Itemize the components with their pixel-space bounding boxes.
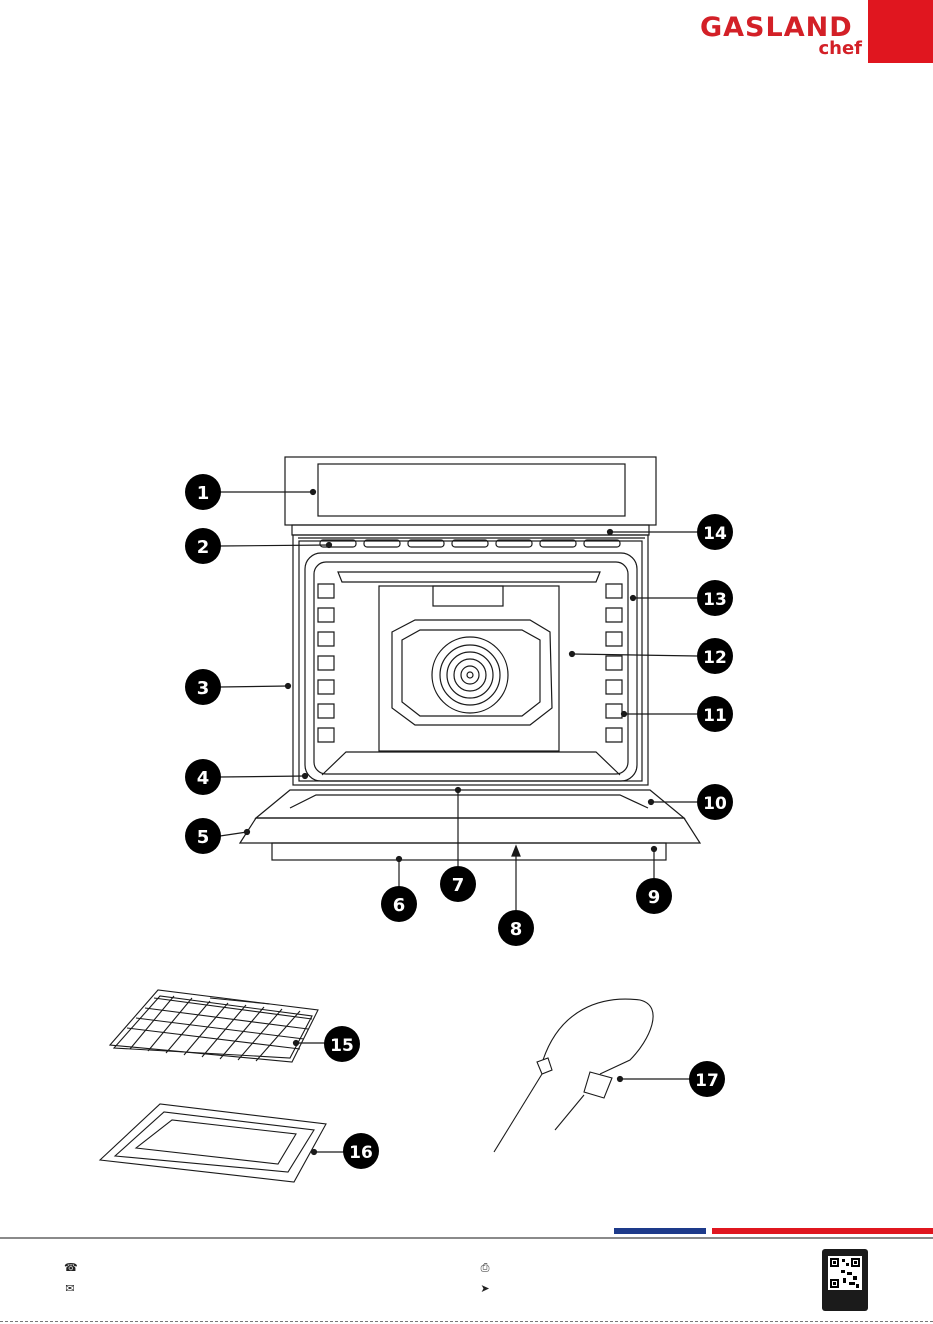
- svg-text:11: 11: [703, 706, 727, 726]
- left-rack-guides: [318, 584, 334, 742]
- callout-badge-7: 7: [440, 866, 476, 902]
- door-glass: [240, 818, 700, 843]
- phone-icon: ☎: [64, 1262, 76, 1274]
- svg-text:2: 2: [197, 537, 210, 558]
- svg-text:14: 14: [703, 524, 727, 544]
- callout-badge-15: 15: [324, 1026, 360, 1062]
- svg-text:5: 5: [197, 827, 210, 848]
- wire-rack: [110, 990, 318, 1062]
- callout-badge-2: 2: [185, 528, 221, 564]
- callout-badge-9: 9: [636, 878, 672, 914]
- callout-badges: 1 2 3 4 5 6 7 8 9 10 11 12 13 14 15 16 1…: [185, 474, 733, 1169]
- mail-icon: ✉: [64, 1283, 76, 1295]
- baking-tray: [100, 1104, 326, 1182]
- callout-badge-17: 17: [689, 1061, 725, 1097]
- printer-icon: ⎙: [479, 1262, 491, 1274]
- svg-text:1: 1: [197, 483, 210, 504]
- callout-badge-10: 10: [697, 784, 733, 820]
- top-heating-element: [338, 572, 600, 582]
- svg-text:16: 16: [349, 1143, 373, 1163]
- svg-text:10: 10: [703, 794, 727, 814]
- callout-badge-8: 8: [498, 910, 534, 946]
- callout-badge-13: 13: [697, 580, 733, 616]
- callout-badge-5: 5: [185, 818, 221, 854]
- control-panel: [285, 457, 656, 525]
- door-handle: [272, 843, 666, 860]
- door-inner: [256, 790, 684, 818]
- callout-badge-4: 4: [185, 759, 221, 795]
- oven-cavity: [305, 553, 637, 781]
- footer-divider: [0, 1237, 933, 1239]
- svg-text:6: 6: [393, 895, 406, 916]
- callout-badge-16: 16: [343, 1133, 379, 1169]
- svg-text:9: 9: [648, 887, 661, 908]
- footer-stripe-red: [712, 1228, 933, 1234]
- page-edge-dashes: [0, 1321, 933, 1322]
- footer-stripe-blue: [614, 1228, 706, 1234]
- svg-text:17: 17: [695, 1071, 719, 1091]
- callout-badge-6: 6: [381, 886, 417, 922]
- svg-text:3: 3: [197, 678, 210, 699]
- right-rack-guides: [606, 584, 622, 742]
- svg-text:13: 13: [703, 590, 727, 610]
- back-panel: [379, 586, 559, 751]
- callout-badge-1: 1: [185, 474, 221, 510]
- fan-grille: [432, 637, 508, 713]
- svg-text:8: 8: [510, 919, 523, 940]
- callout-badge-14: 14: [697, 514, 733, 550]
- svg-text:12: 12: [703, 648, 727, 668]
- meat-probe: [494, 999, 653, 1152]
- qr-code-icon: [822, 1249, 868, 1311]
- location-icon: ➤: [479, 1283, 491, 1295]
- svg-text:4: 4: [197, 768, 210, 789]
- callout-badge-11: 11: [697, 696, 733, 732]
- svg-text:15: 15: [330, 1036, 354, 1056]
- callout-badge-3: 3: [185, 669, 221, 705]
- display-window: [318, 464, 625, 516]
- callout-badge-12: 12: [697, 638, 733, 674]
- svg-text:7: 7: [452, 875, 465, 896]
